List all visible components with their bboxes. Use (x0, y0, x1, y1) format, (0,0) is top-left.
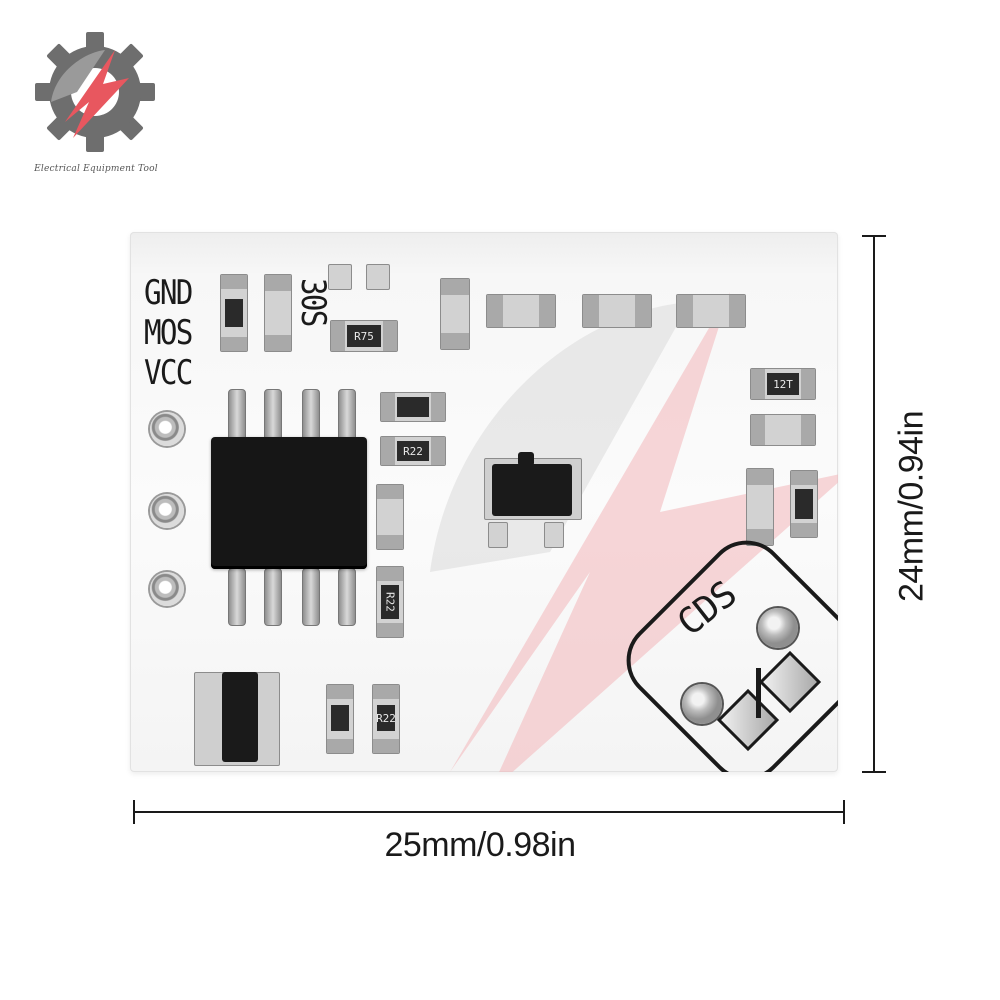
transistor-component (492, 464, 572, 516)
transistor-lead (488, 522, 508, 548)
cds-pad (758, 608, 798, 648)
capacitor-component (376, 484, 404, 550)
brand-text: Electrical Equipment Tool (34, 164, 158, 174)
label-30s: 30S (293, 278, 333, 326)
ic-chip (211, 437, 367, 569)
code-r75: R75 (347, 325, 381, 347)
resistor-r75: R75 (330, 320, 398, 352)
ic-pin (228, 568, 246, 626)
resistor-12t: 12T (750, 368, 816, 400)
width-dimension-tick (843, 800, 845, 824)
height-dimension-tick (862, 771, 886, 773)
height-dimension-line (873, 235, 875, 773)
resistor-component (676, 294, 746, 328)
capacitor-component (440, 278, 470, 350)
pad-gnd (150, 412, 184, 446)
code-12t: 12T (767, 373, 799, 395)
ic-pin (338, 568, 356, 626)
resistor-r22: R22 (376, 566, 404, 638)
resistor-component (790, 470, 818, 538)
transistor-lead (544, 522, 564, 548)
width-dimension-label: 25mm/0.98in (384, 826, 576, 864)
width-dimension-line (133, 811, 845, 813)
cds-pad (682, 684, 722, 724)
ic-pin (264, 568, 282, 626)
resistor-component (582, 294, 652, 328)
capacitor-component (264, 274, 292, 352)
brand-logo-icon (35, 32, 155, 152)
transistor-lead (518, 452, 534, 466)
label-vcc: VCC (144, 353, 193, 393)
resistor-component (326, 684, 354, 754)
width-dimension-tick (133, 800, 135, 824)
diode-component (222, 672, 258, 762)
resistor-component (380, 392, 446, 422)
small-pad-component (366, 264, 390, 290)
ic-pin (302, 568, 320, 626)
resistor-component (750, 414, 816, 446)
code-r22: R22 (397, 441, 429, 461)
pcb-board: GND MOS VCC 30S R75 12T (130, 232, 838, 772)
label-mos: MOS (144, 313, 193, 353)
code-r22: R22 (381, 585, 399, 619)
small-pad-component (328, 264, 352, 290)
cds-divider (756, 668, 761, 718)
resistor-component (486, 294, 556, 328)
resistor-r22: R22 (380, 436, 446, 466)
pad-mos (150, 494, 184, 528)
resistor-component (220, 274, 248, 352)
label-gnd: GND (144, 273, 193, 313)
height-dimension-tick (862, 235, 886, 237)
height-dimension-label: 24mm/0.94in (892, 410, 931, 603)
capacitor-component: R22 (372, 684, 400, 754)
capacitor-component (746, 468, 774, 546)
pad-vcc (150, 572, 184, 606)
code-r22: R22 (377, 705, 395, 731)
